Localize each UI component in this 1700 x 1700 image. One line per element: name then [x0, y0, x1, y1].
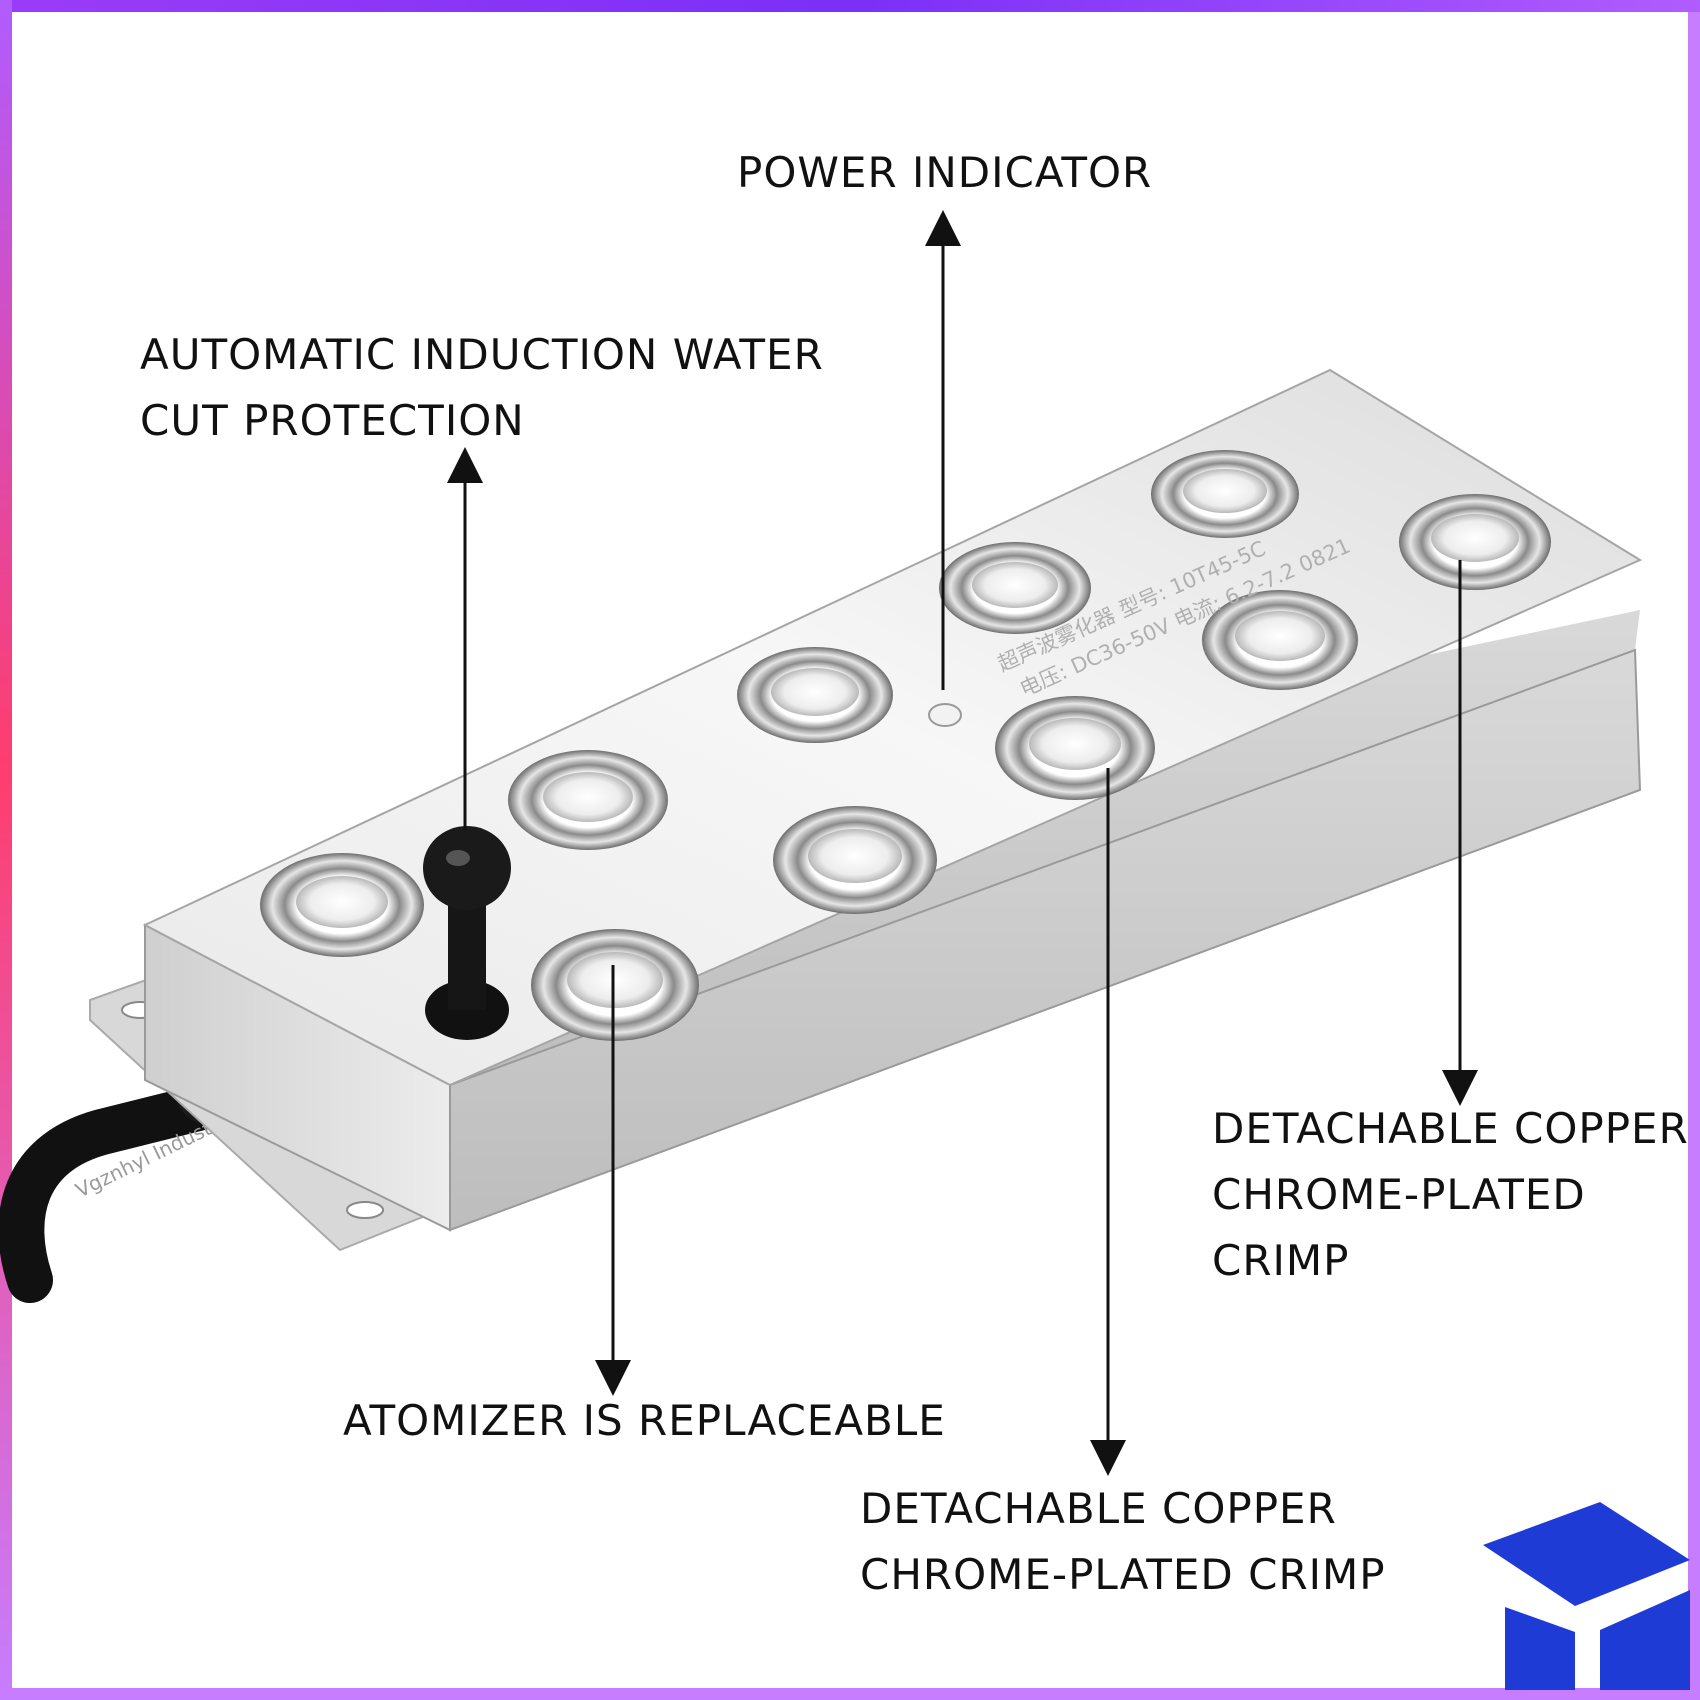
water-sensor-float — [423, 826, 511, 1040]
label-crimp-bottom: DETACHABLE COPPER CHROME-PLATED CRIMP — [860, 1484, 1386, 1599]
atomizer-ring — [737, 647, 893, 743]
housing-top — [142, 368, 1643, 1087]
frame-top-edge — [0, 0, 1700, 12]
housing-front — [449, 648, 1642, 1232]
atomizer-ring — [531, 929, 699, 1041]
atomizer-ring — [773, 806, 937, 914]
power-indicator-led — [928, 703, 962, 727]
atomizer-ring — [939, 542, 1091, 634]
label-power-indicator: POWER INDICATOR — [737, 148, 1153, 197]
label-atomizer-replaceable: ATOMIZER IS REPLACEABLE — [343, 1396, 946, 1445]
label-water-cut-protection: AUTOMATIC INDUCTION WATER CUT PROTECTION — [140, 330, 824, 445]
label-crimp-right: DETACHABLE COPPER CHROME-PLATED CRIMP — [1212, 1104, 1689, 1285]
atomizer-rings — [260, 450, 1551, 1041]
atomizer-ring — [260, 853, 424, 957]
atomizer-ring — [1399, 494, 1551, 590]
box-icon — [1483, 1502, 1690, 1690]
flange-slot — [346, 1201, 384, 1219]
atomizer-ring — [1202, 590, 1358, 690]
atomizer-ring — [1151, 450, 1299, 538]
atomizer-ring — [508, 750, 668, 850]
atomizer-ring — [995, 696, 1155, 800]
